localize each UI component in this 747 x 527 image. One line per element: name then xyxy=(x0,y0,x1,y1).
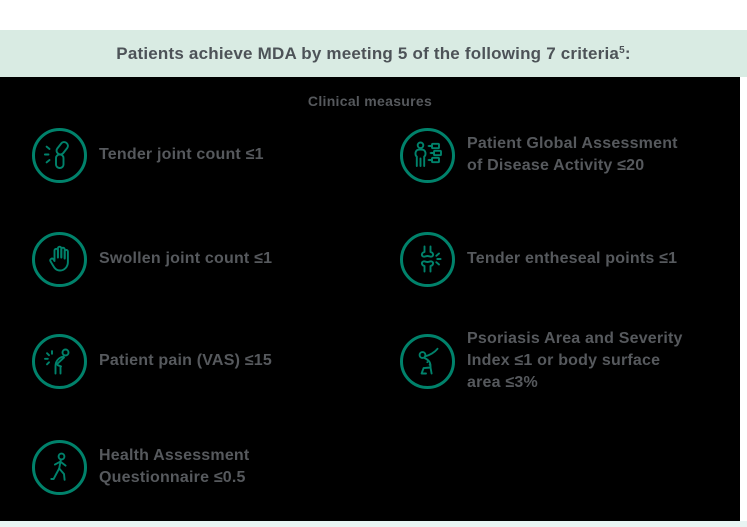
page-title-text: Patients achieve MDA by meeting 5 of the… xyxy=(116,43,620,63)
criterion-label: Tender entheseal points ≤1 xyxy=(467,250,678,267)
criterion-label: Swollen joint count ≤1 xyxy=(99,250,273,267)
page-title: Patients achieve MDA by meeting 5 of the… xyxy=(116,44,630,64)
patient-global-assessment-icon xyxy=(400,127,455,183)
patient-pain-icon xyxy=(32,333,87,389)
criterion-patient-pain: Patient pain (VAS) ≤15 xyxy=(32,332,272,390)
criterion-label: Patient Global Assessment of Disease Act… xyxy=(467,135,678,174)
walking-person-icon xyxy=(32,439,87,495)
tender-entheseal-icon xyxy=(400,231,455,287)
criterion-swollen-joint: Swollen joint count ≤1 xyxy=(32,230,272,288)
criterion-label: Health Assessment Questionnaire ≤0.5 xyxy=(99,447,250,486)
page-title-colon: : xyxy=(624,43,631,63)
criterion-health-assessment: Health Assessment Questionnaire ≤0.5 xyxy=(32,438,249,496)
criterion-label: Psoriasis Area and Severity Index ≤1 or … xyxy=(467,330,683,391)
criterion-patient-global: Patient Global Assessment of Disease Act… xyxy=(400,126,678,184)
criterion-tender-entheseal: Tender entheseal points ≤1 xyxy=(400,230,677,288)
header-bar: Patients achieve MDA by meeting 5 of the… xyxy=(0,30,747,77)
criterion-label: Patient pain (VAS) ≤15 xyxy=(99,352,272,369)
criterion-label: Tender joint count ≤1 xyxy=(99,146,264,163)
bottom-strip xyxy=(0,521,747,527)
panel-title: Clinical measures xyxy=(307,93,433,109)
criterion-tender-joint: Tender joint count ≤1 xyxy=(32,126,264,184)
psoriasis-area-icon xyxy=(400,333,455,389)
clinical-measures-panel: Clinical measures xyxy=(0,77,740,521)
swollen-joint-icon xyxy=(32,231,87,287)
reference-superscript: 5 xyxy=(619,44,625,56)
criterion-psoriasis-area: Psoriasis Area and Severity Index ≤1 or … xyxy=(400,321,683,401)
tender-joint-icon xyxy=(32,127,87,183)
